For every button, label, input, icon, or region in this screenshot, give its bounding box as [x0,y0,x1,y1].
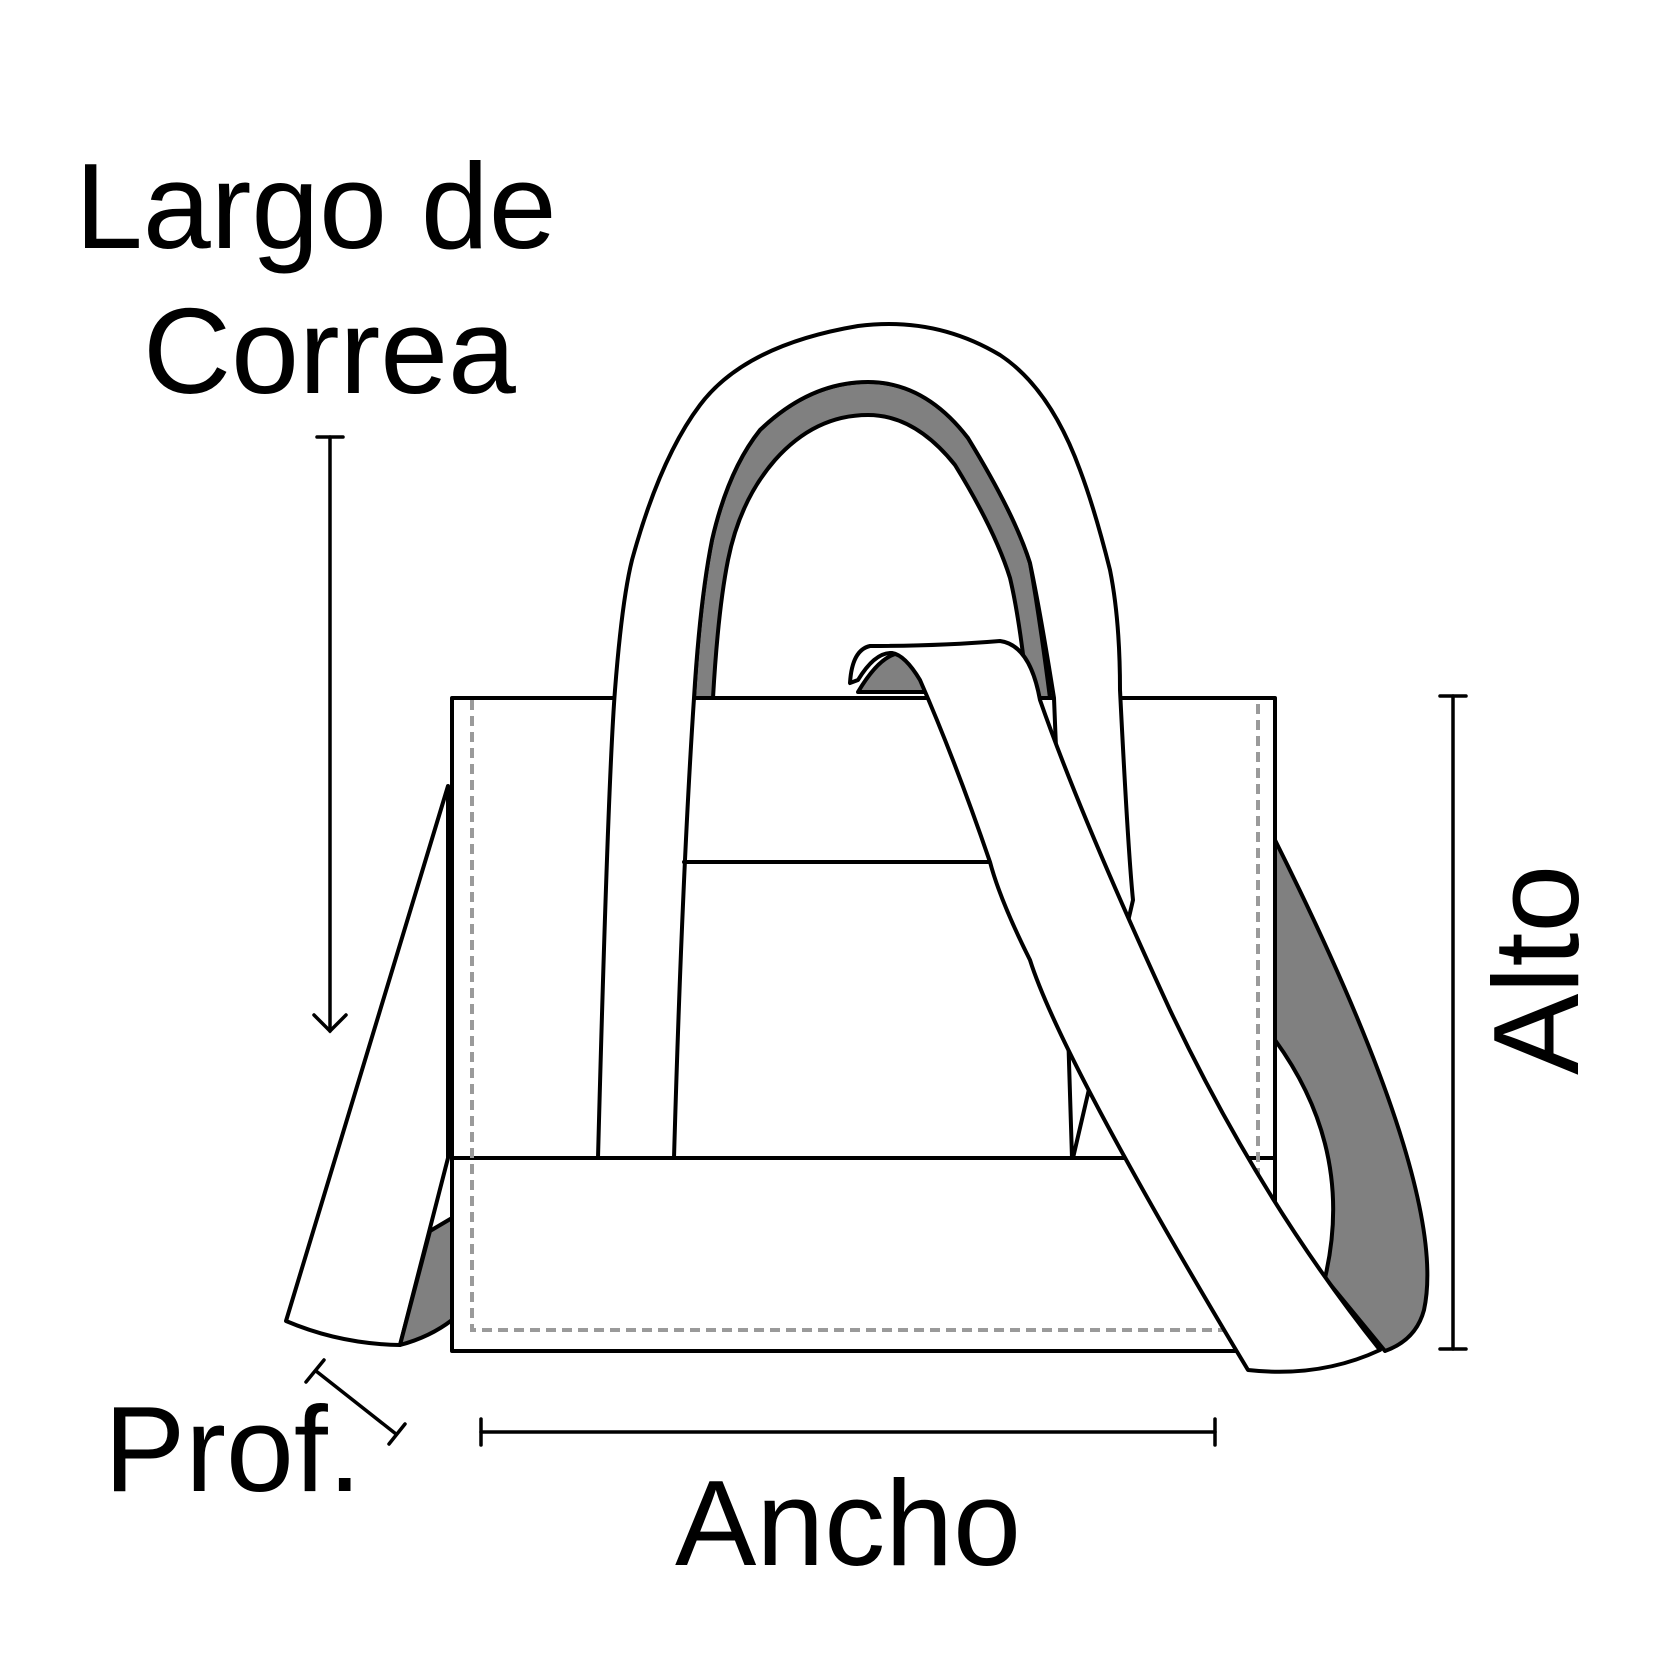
height-dimension-line [1438,694,1468,1351]
height-label: Alto [1468,865,1604,1075]
seam-line [470,700,1260,1332]
right-side-lining [1273,838,1430,1353]
width-label: Ancho [675,1455,1021,1591]
strap-length-label-line2: Correa [143,283,516,419]
depth-label: Prof. [104,1381,362,1517]
front-strap [848,639,1382,1374]
strap-length-arrow [312,435,348,1034]
depth-dimension-line [304,1358,407,1446]
strap-length-label-line1: Largo de [75,138,557,274]
width-dimension-line [479,1417,1217,1447]
